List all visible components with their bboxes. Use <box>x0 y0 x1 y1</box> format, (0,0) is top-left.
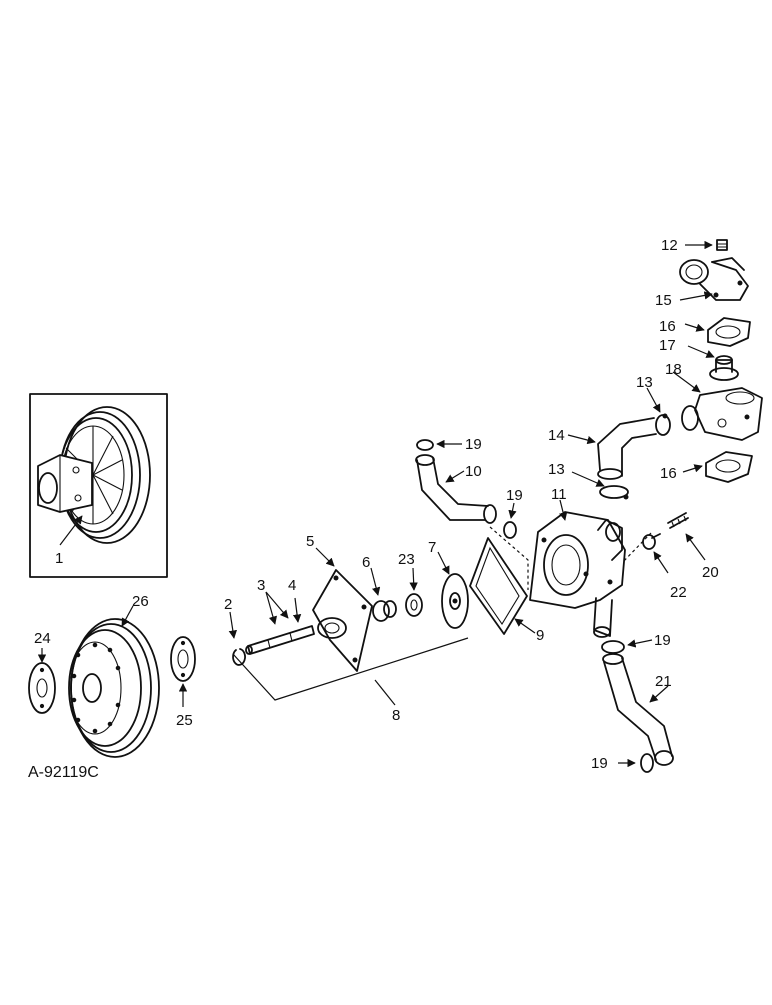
callout-19d: 19 <box>591 755 608 772</box>
callout-6: 6 <box>362 554 370 571</box>
pulley-flange <box>170 636 196 682</box>
callout-18: 18 <box>665 361 682 378</box>
leader-8 <box>374 679 396 706</box>
pump-body-plate <box>312 569 373 672</box>
callout-19a: 19 <box>465 436 482 453</box>
leader-22 <box>653 551 669 574</box>
alignment-line-1 <box>489 526 529 590</box>
pump-bearing <box>405 593 423 617</box>
callout-19b: 19 <box>506 487 523 504</box>
leader-19c <box>627 639 653 648</box>
leader-7 <box>437 551 450 575</box>
leader-4 <box>292 597 302 623</box>
lower-hose <box>602 653 674 766</box>
drawing-number: A-92119C <box>28 764 99 781</box>
callout-2: 2 <box>224 596 232 613</box>
leader-20 <box>685 533 706 561</box>
callout-20: 20 <box>702 564 719 581</box>
thermostat-housing <box>681 387 763 441</box>
o-ring-1 <box>416 439 434 451</box>
leader-14 <box>567 434 596 445</box>
water-outlet-elbow <box>679 257 749 301</box>
callout-8: 8 <box>392 707 400 724</box>
fitting <box>642 533 661 550</box>
thermostat-gasket-upper <box>707 317 751 347</box>
leader-1 <box>59 515 83 546</box>
callout-16a: 16 <box>659 318 676 335</box>
leader-13b <box>571 471 605 487</box>
o-ring-4 <box>640 753 654 773</box>
callout-5: 5 <box>306 533 314 550</box>
callout-15: 15 <box>655 292 672 309</box>
bracket-8 <box>232 637 469 701</box>
callout-23: 23 <box>398 551 415 568</box>
callout-7: 7 <box>428 539 436 556</box>
stud <box>667 512 689 529</box>
leader-15 <box>679 291 713 301</box>
leader-23 <box>409 567 418 591</box>
callout-13b: 13 <box>548 461 565 478</box>
alignment-line-2 <box>619 532 652 566</box>
leader-26 <box>121 605 134 627</box>
callout-10: 10 <box>465 463 482 480</box>
leader-16a <box>684 323 705 332</box>
pump-shaft <box>245 625 315 655</box>
pulley-hub-assembly <box>37 406 151 544</box>
leader-5 <box>315 547 335 567</box>
pump-gasket <box>469 537 528 635</box>
inset-frame <box>29 393 168 578</box>
snap-ring <box>232 648 246 666</box>
bypass-hose <box>415 454 497 524</box>
leader-19b <box>508 502 517 519</box>
callout-4: 4 <box>288 577 296 594</box>
upper-hose <box>597 417 657 480</box>
callout-21: 21 <box>655 673 672 690</box>
pump-seal <box>372 600 397 622</box>
leader-18 <box>672 371 701 393</box>
o-ring-2 <box>503 521 517 539</box>
callout-3: 3 <box>257 577 265 594</box>
leader-13a <box>646 387 661 413</box>
leader-10 <box>445 470 465 483</box>
crankshaft-pulley <box>68 618 160 758</box>
callout-11: 11 <box>551 486 567 503</box>
pulley-washer <box>28 662 56 714</box>
thermostat-gasket-lower <box>705 451 753 483</box>
o-ring-3 <box>601 640 625 654</box>
callout-14: 14 <box>548 427 565 444</box>
drain-plug <box>716 239 728 251</box>
leader-2 <box>228 611 238 639</box>
leader-17 <box>687 345 715 358</box>
callout-17: 17 <box>659 337 676 354</box>
callout-13a: 13 <box>636 374 653 391</box>
thermostat <box>709 355 739 381</box>
callout-12: 12 <box>661 237 678 254</box>
leader-3b <box>265 591 289 619</box>
callout-24: 24 <box>34 630 51 647</box>
callout-25: 25 <box>176 712 193 729</box>
leader-9 <box>514 618 536 634</box>
leader-6 <box>370 567 381 596</box>
callout-16b: 16 <box>660 465 677 482</box>
callout-26: 26 <box>132 593 149 610</box>
callout-9: 9 <box>536 627 544 644</box>
leader-21 <box>649 685 669 703</box>
impeller <box>441 573 469 629</box>
leader-3a <box>265 591 277 625</box>
leader-16b <box>682 464 703 473</box>
callout-1: 1 <box>55 550 63 567</box>
callout-19c: 19 <box>654 632 671 649</box>
hose-clamp-1 <box>655 414 671 436</box>
hose-clamp-2 <box>599 485 629 499</box>
callout-22: 22 <box>670 584 687 601</box>
water-pump-housing <box>529 511 626 638</box>
leader-11 <box>559 499 568 521</box>
